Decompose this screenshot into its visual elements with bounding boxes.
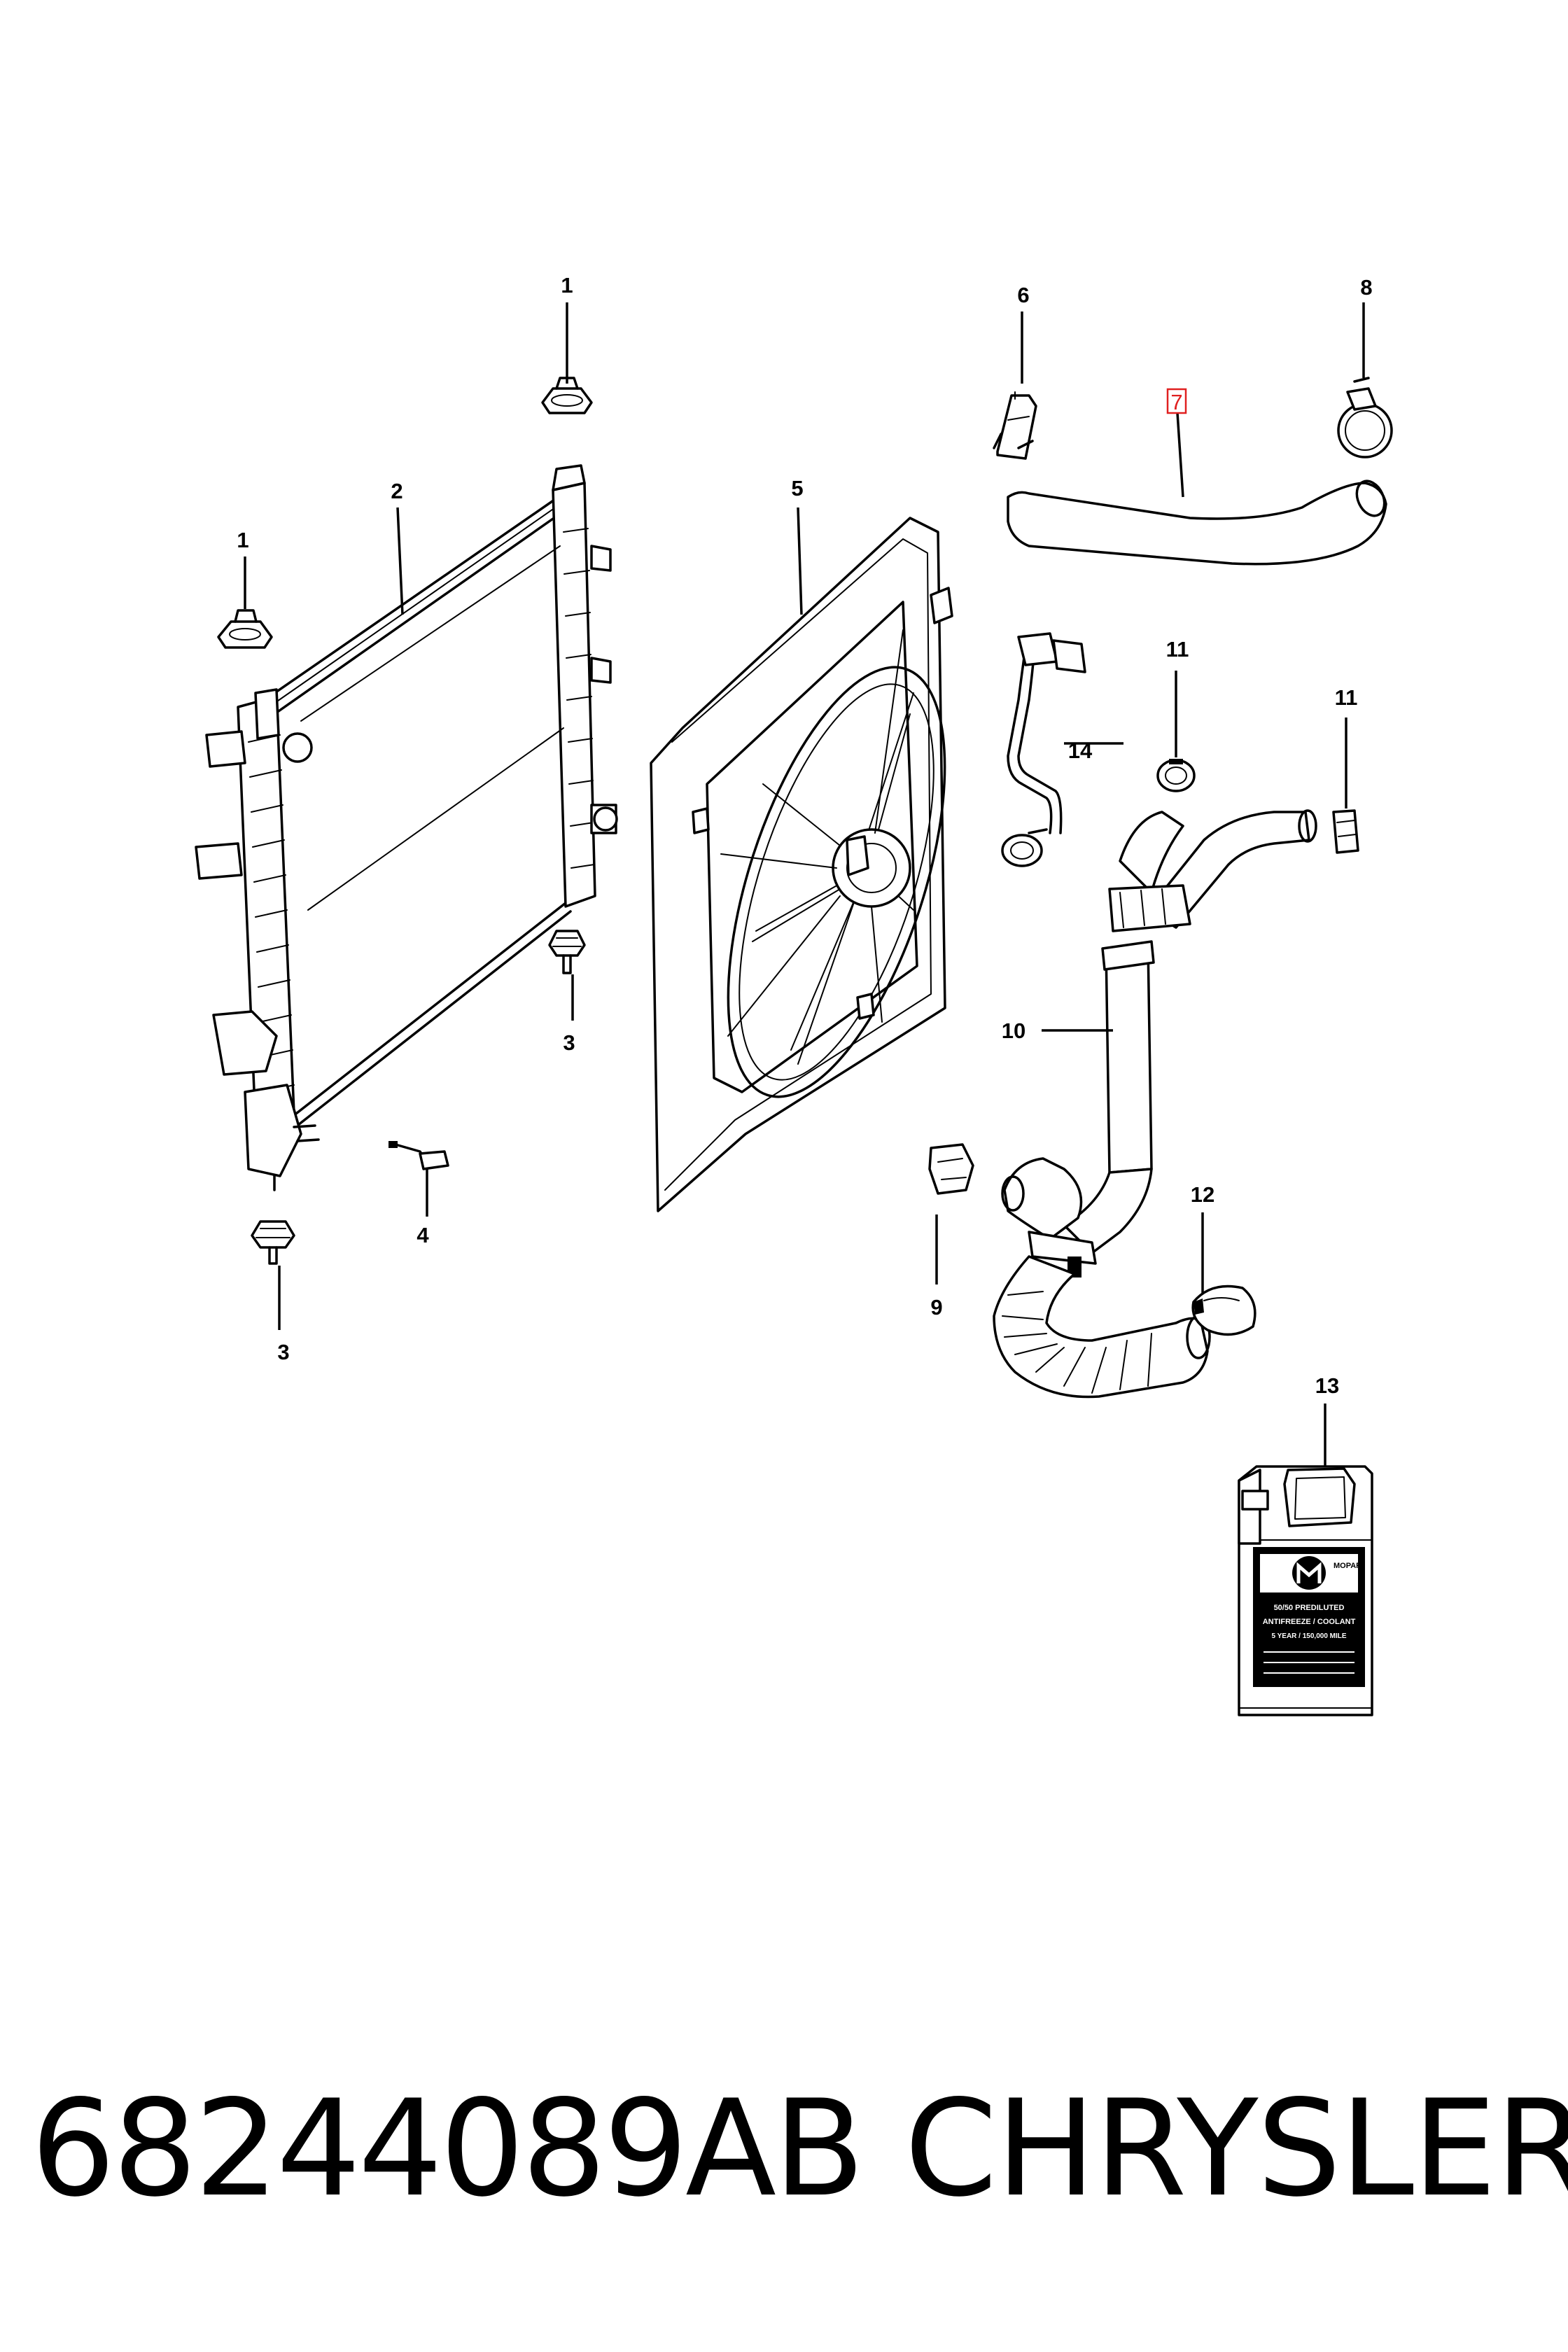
callout-9: 9 [930, 1295, 942, 1320]
callout-5: 5 [791, 476, 803, 500]
sensor-hose [1001, 632, 1086, 867]
callout-1-left: 1 [237, 528, 248, 552]
hose-clamp-8 [1337, 377, 1393, 458]
grommet-lower-right [548, 930, 586, 974]
callout-1-top: 1 [561, 273, 573, 298]
callout-8: 8 [1360, 275, 1372, 300]
callout-11-left: 11 [1166, 637, 1189, 662]
callout-11-right: 11 [1335, 685, 1358, 710]
callout-13: 13 [1315, 1373, 1339, 1398]
grommet-upper-left [217, 609, 273, 649]
callout-6: 6 [1017, 283, 1029, 307]
callout-7-highlight-box [1166, 388, 1187, 414]
callout-14: 14 [1068, 738, 1093, 763]
hose-clamp-11-left [1156, 759, 1196, 792]
callout-2: 2 [391, 479, 402, 503]
part-number-caption: 68244089AB [31, 2071, 864, 2226]
hose-clamp-9 [928, 1143, 974, 1195]
drain-cock [388, 1141, 449, 1170]
jug-label-line3: 5 YEAR / 150,000 MILE [1271, 1632, 1346, 1640]
callout-10: 10 [1002, 1018, 1026, 1043]
callout-12: 12 [1191, 1182, 1214, 1207]
hose-clip [993, 391, 1037, 460]
jug-label-line2: ANTIFREEZE / COOLANT [1263, 1618, 1356, 1626]
lower-radiator-hose [993, 809, 1317, 1399]
upper-radiator-hose [1007, 479, 1387, 566]
jug-label-line1: 50/50 PREDILUTED [1274, 1604, 1345, 1612]
callouts: 1 1 2 3 3 4 5 6 7 8 9 10 11 11 12 13 14 [237, 273, 1372, 1398]
grommet-lower-left [251, 1220, 295, 1265]
jug-brand-label: MOPAR [1334, 1562, 1362, 1570]
callout-4: 4 [416, 1223, 429, 1247]
hose-clamp-12 [1191, 1284, 1256, 1336]
leader-lines [244, 302, 1365, 1466]
callout-3-right: 3 [563, 1030, 575, 1055]
callout-7: 7 [1170, 390, 1182, 414]
coolant-jug: MOPAR 50/50 PREDILUTED ANTIFREEZE / COOL… [1238, 1465, 1373, 1716]
hose-clamp-11-right [1332, 809, 1359, 854]
fan-shroud [650, 517, 953, 1212]
radiator [195, 464, 618, 1191]
brand-caption: CHRYSLER [904, 2071, 1568, 2226]
callout-3-left: 3 [277, 1340, 289, 1364]
